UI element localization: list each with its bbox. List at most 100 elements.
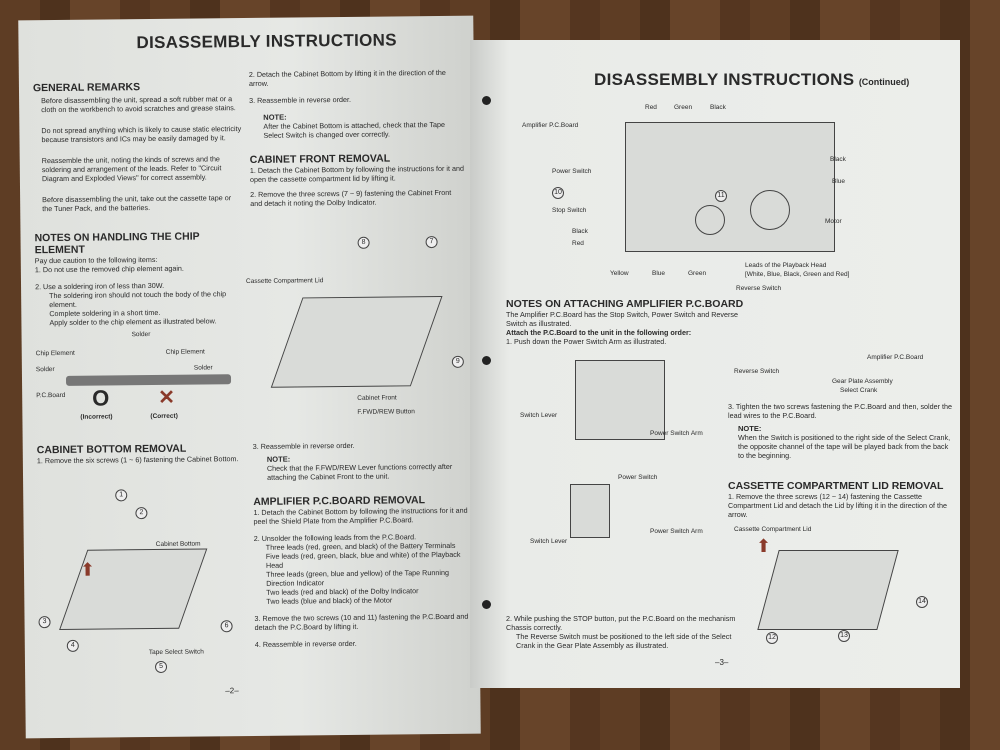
bullet-text: Two leads (blue and black) of the Motor — [266, 595, 393, 606]
note-text: After the Cabinet Bottom is attached, ch… — [263, 119, 446, 140]
label: Red — [645, 104, 657, 111]
page-number: –3– — [715, 658, 729, 667]
label: Power Switch — [552, 168, 592, 175]
label: Cabinet Bottom — [155, 540, 201, 548]
label: Reverse Switch — [734, 368, 780, 375]
step-text: 2. Remove the three screws (7 ~ 9) faste… — [250, 187, 452, 208]
attaching-step3: 3. Tighten the two screws fastening the … — [728, 402, 953, 519]
bullet-text: Three leads (green, blue and yellow) of … — [266, 567, 449, 588]
label: Stop Switch — [552, 207, 587, 214]
correct-cross-icon: ✕ — [158, 386, 176, 409]
power-switch-figure-1: Switch Lever Power Switch Arm — [520, 360, 730, 450]
lift-arrow-icon: ⬆ — [79, 559, 96, 580]
label: Power Switch — [618, 474, 658, 481]
label: Amplifier P.C.Board — [522, 122, 579, 129]
remark-item: Do not spread anything which is likely t… — [41, 124, 242, 145]
cabinet-bottom-continued: 2. Detach the Cabinet Bottom by lifting … — [249, 68, 465, 208]
pc-board-shape — [65, 374, 232, 386]
order-text: Attach the P.C.Board to the unit in the … — [506, 328, 692, 337]
chip-solder-figure: Solder Chip Element Chip Element Solder … — [36, 330, 237, 432]
label: Cabinet Front — [357, 394, 397, 402]
lift-arrow-icon: ⬆ — [756, 536, 772, 556]
general-remarks-section: GENERAL REMARKS Before disassembling the… — [33, 80, 242, 213]
step-text: 1. Remove the three screws (12 ~ 14) fas… — [728, 492, 947, 519]
step-text: 1. Detach the Cabinet Bottom by followin… — [249, 163, 465, 184]
label: Black — [572, 228, 588, 235]
screw-number: 6 — [220, 620, 233, 633]
screw-number: 8 — [357, 236, 370, 249]
step-text: 3. Reassemble in reverse order. — [252, 440, 355, 451]
device-drawing — [757, 550, 899, 630]
label: Black — [830, 156, 846, 163]
screw-number: 1 — [115, 489, 128, 502]
device-drawing — [270, 295, 443, 388]
section-heading: NOTES ON ATTACHING AMPLIFIER P.C.BOARD — [506, 298, 744, 310]
title-text: DISASSEMBLY INSTRUCTIONS — [594, 70, 855, 89]
label: Red — [572, 240, 584, 247]
note-text: Check that the F.FWD/REW Lever functions… — [266, 461, 453, 482]
cabinet-front-figure: 8 7 9 Cassette Compartment Lid Cabinet F… — [246, 236, 473, 438]
screw-number: 13 — [838, 630, 850, 642]
title-suffix: (Continued) — [858, 77, 910, 87]
remark-item: Before disassembling the unit, spread a … — [41, 94, 236, 115]
label: Power Switch Arm — [650, 528, 703, 535]
select-crank-figure: Amplifier P.C.Board Reverse Switch Gear … — [732, 330, 942, 400]
binder-hole — [482, 96, 491, 105]
step-text: 4. Reassemble in reverse order. — [254, 638, 357, 649]
screw-number: 5 — [154, 660, 168, 674]
step-text: 3. Tighten the two screws fastening the … — [728, 402, 953, 420]
label: Solder — [35, 366, 55, 374]
step-text: 2. Detach the Cabinet Bottom by lifting … — [248, 67, 446, 88]
step-text: 1. Do not use the removed chip element a… — [34, 263, 184, 275]
section-heading: GENERAL REMARKS — [32, 81, 141, 95]
mechanism-drawing — [625, 122, 835, 252]
binder-hole — [482, 356, 491, 365]
label: (Correct) — [150, 412, 178, 421]
label: [White, Blue, Black, Green and Red] — [745, 271, 850, 278]
label: Amplifier P.C.Board — [867, 354, 924, 361]
screw-number: 9 — [451, 355, 464, 368]
page-number: –2– — [225, 686, 239, 696]
label: Switch Lever — [520, 412, 558, 419]
cassette-lid-figure: Cassette Compartment Lid ⬆ 14 12 13 — [728, 522, 953, 652]
label: Cassette Compartment Lid — [245, 277, 324, 286]
screw-number: 14 — [916, 596, 928, 608]
remark-item: Reassemble the unit, noting the kinds of… — [41, 154, 222, 184]
chip-element-section: NOTES ON HANDLING THE CHIP ELEMENT Pay d… — [34, 230, 245, 328]
label: Blue — [652, 270, 666, 277]
reel-shape — [695, 205, 725, 235]
step-text: 1. Remove the six screws (1 ~ 6) fasteni… — [36, 454, 239, 466]
section-heading: CASSETTE COMPARTMENT LID REMOVAL — [728, 480, 944, 492]
label: Select Crank — [840, 387, 878, 394]
note-text: When the Switch is positioned to the rig… — [738, 433, 951, 460]
step-text: 3. Reassemble in reverse order. — [249, 94, 352, 105]
step-text: 2. While pushing the STOP button, put th… — [506, 614, 736, 632]
page-title: DISASSEMBLY INSTRUCTIONS (Continued) — [594, 70, 909, 90]
manual-page-2: DISASSEMBLY INSTRUCTIONS GENERAL REMARKS… — [18, 15, 481, 739]
label: Cassette Compartment Lid — [734, 526, 812, 533]
binder-hole — [482, 600, 491, 609]
screw-number: 2 — [135, 507, 148, 520]
screw-number: 11 — [715, 190, 727, 202]
label: Chip Element — [35, 349, 75, 358]
section-heading: NOTES ON HANDLING THE CHIP ELEMENT — [34, 230, 200, 257]
label: P.C.Board — [36, 391, 66, 400]
page-title: DISASSEMBLY INSTRUCTIONS — [136, 30, 397, 53]
bullet-text: The soldering iron should not touch the … — [49, 289, 227, 310]
label: Motor — [825, 218, 842, 225]
bullet-text: Apply solder to the chip element as illu… — [49, 316, 217, 328]
note-label: NOTE: — [738, 424, 762, 433]
label: (Incorrect) — [80, 413, 113, 421]
screw-number: 3 — [38, 616, 51, 629]
step-text: 1. Push down the Power Switch Arm as ill… — [506, 337, 667, 346]
label: Black — [710, 104, 726, 111]
label: Solder — [193, 364, 213, 372]
label: Yellow — [610, 270, 629, 277]
screw-number: 12 — [766, 632, 778, 644]
attaching-step2: 2. While pushing the STOP button, put th… — [506, 614, 736, 650]
screw-number: 4 — [66, 639, 79, 652]
cabinet-bottom-section: CABINET BOTTOM REMOVAL 1. Remove the six… — [36, 442, 247, 466]
label: Green — [674, 104, 693, 111]
power-switch-figure-2: Power Switch Switch Lever Power Switch A… — [530, 472, 730, 552]
intro-text: The Amplifier P.C.Board has the Stop Swi… — [506, 310, 738, 328]
